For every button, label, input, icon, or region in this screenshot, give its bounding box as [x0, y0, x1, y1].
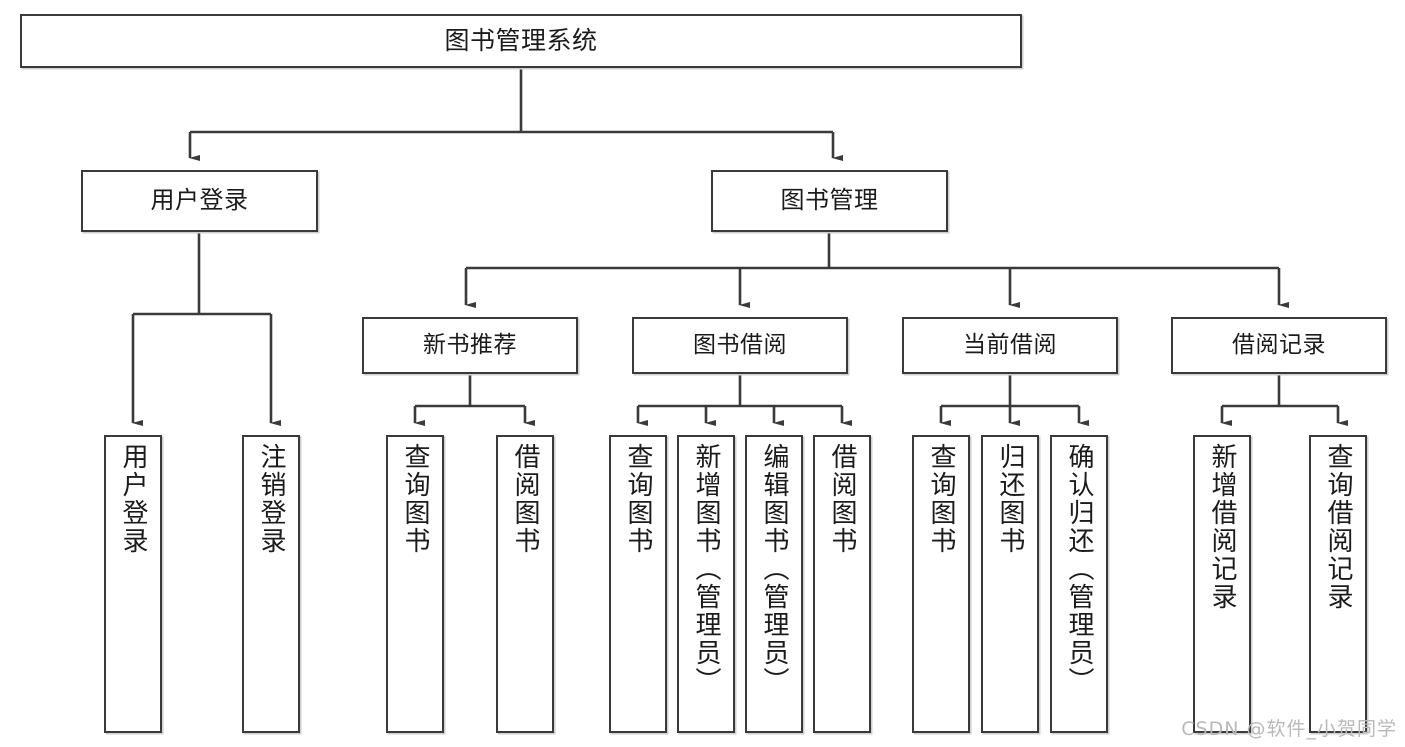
- leaf-current-borrow-return[interactable]: 归还图书: [981, 435, 1039, 733]
- leaf-new-book-borrow[interactable]: 借阅图书: [496, 435, 554, 733]
- leaf-new-book-query-label: 查询图书: [400, 443, 430, 555]
- leaf-book-borrow-lend-label: 借阅图书: [827, 443, 857, 555]
- leaf-current-borrow-confirm[interactable]: 确认归还（管理员）: [1050, 435, 1108, 733]
- leaf-borrow-record-query-label: 查询借阅记录: [1323, 443, 1353, 611]
- node-new-book-recommend-label: 新书推荐: [423, 332, 517, 359]
- node-book-borrow-label: 图书借阅: [693, 332, 787, 359]
- node-borrow-record[interactable]: 借阅记录: [1171, 317, 1387, 374]
- leaf-book-borrow-lend[interactable]: 借阅图书: [813, 435, 871, 733]
- leaf-book-borrow-query-label: 查询图书: [623, 443, 653, 555]
- leaf-user-login-logout[interactable]: 注销登录: [242, 435, 300, 733]
- leaf-book-borrow-add-label: 新增图书（管理员）: [691, 443, 721, 695]
- leaf-book-borrow-edit[interactable]: 编辑图书（管理员）: [745, 435, 803, 733]
- leaf-user-login-logout-label: 注销登录: [256, 443, 286, 555]
- node-book-management[interactable]: 图书管理: [711, 170, 948, 232]
- leaf-book-borrow-query[interactable]: 查询图书: [609, 435, 667, 733]
- node-book-management-label: 图书管理: [780, 186, 879, 215]
- node-current-borrow-label: 当前借阅: [963, 332, 1057, 359]
- leaf-current-borrow-query-label: 查询图书: [926, 443, 956, 555]
- node-user-login-label: 用户登录: [150, 186, 249, 215]
- leaf-borrow-record-add-label: 新增借阅记录: [1207, 443, 1237, 611]
- node-root-system-label: 图书管理系统: [444, 25, 598, 55]
- node-borrow-record-label: 借阅记录: [1232, 332, 1326, 359]
- leaf-current-borrow-return-label: 归还图书: [995, 443, 1025, 555]
- leaf-current-borrow-confirm-label: 确认归还（管理员）: [1064, 443, 1094, 695]
- leaf-borrow-record-query[interactable]: 查询借阅记录: [1309, 435, 1367, 733]
- leaf-new-book-borrow-label: 借阅图书: [510, 443, 540, 555]
- leaf-current-borrow-query[interactable]: 查询图书: [912, 435, 970, 733]
- node-new-book-recommend[interactable]: 新书推荐: [362, 317, 578, 374]
- watermark-text: CSDN @软件_小贺同学: [1181, 718, 1397, 740]
- node-book-borrow[interactable]: 图书借阅: [632, 317, 848, 374]
- node-current-borrow[interactable]: 当前借阅: [902, 317, 1118, 374]
- leaf-user-login-signin[interactable]: 用户登录: [104, 435, 162, 733]
- node-root-system[interactable]: 图书管理系统: [20, 14, 1022, 68]
- leaf-new-book-query[interactable]: 查询图书: [386, 435, 444, 733]
- node-user-login[interactable]: 用户登录: [81, 170, 318, 232]
- leaf-book-borrow-edit-label: 编辑图书（管理员）: [759, 443, 789, 695]
- leaf-user-login-signin-label: 用户登录: [118, 443, 148, 555]
- leaf-borrow-record-add[interactable]: 新增借阅记录: [1193, 435, 1251, 733]
- leaf-book-borrow-add[interactable]: 新增图书（管理员）: [677, 435, 735, 733]
